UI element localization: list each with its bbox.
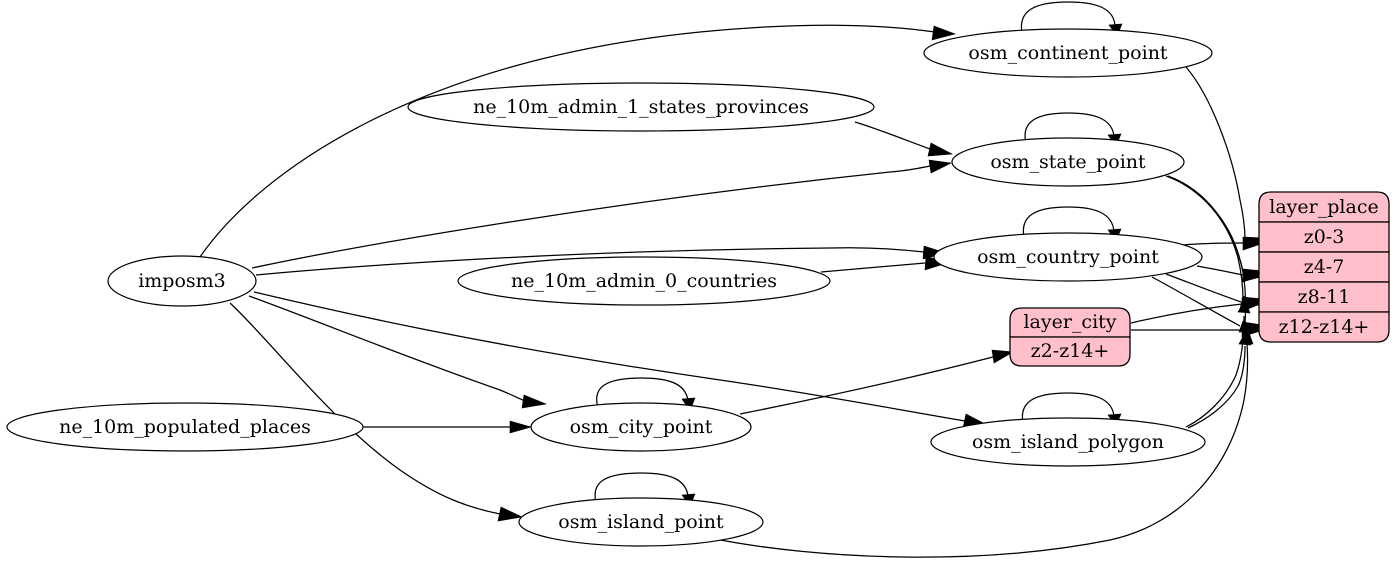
edge-self-loop-osm_island_polygon: [1021, 392, 1115, 424]
node-shape-ellipse: [530, 402, 752, 452]
node-shape-ellipse: [951, 137, 1185, 187]
arrowhead-icon: [1240, 329, 1254, 345]
record-label-layer_city-z2-z14: z2-z14+: [1031, 340, 1110, 362]
record-label-layer_place-z0-3: z0-3: [1304, 226, 1345, 248]
node-imposm3[interactable]: imposm3: [107, 255, 257, 307]
record-node-layer: layer_city z2-z14+ layer_place z0-3 z4-7…: [1009, 191, 1390, 367]
edge-imposm3-to-osm_country_point: [255, 247, 925, 276]
arrowhead-icon: [1241, 268, 1266, 283]
node-label-osm_island_point: osm_island_point: [558, 511, 724, 533]
edge-self-loop-osm_state_point: [1024, 112, 1115, 144]
node-label-ne_populated: ne_10m_populated_places: [59, 416, 311, 438]
edge-imposm3-to-osm_island_polygon: [253, 291, 966, 422]
record-row-layer_place-z8-11[interactable]: [1258, 281, 1390, 313]
node-label-imposm3: imposm3: [138, 270, 226, 292]
record-label-layer_place-z4-7: z4-7: [1304, 256, 1345, 278]
node-layer_city[interactable]: layer_city z2-z14+: [1009, 307, 1131, 367]
edge-osm_island_point-to-layer_place-z12-z14+: [709, 343, 1249, 558]
edge-osm_continent_point-to-layer_place-z0-3: [1185, 66, 1246, 241]
node-label-osm_country_point: osm_country_point: [977, 246, 1159, 268]
arrowhead-icon: [509, 420, 533, 434]
node-osm_country_point[interactable]: osm_country_point: [933, 232, 1203, 282]
arrowhead-icon: [1242, 236, 1266, 251]
edge-self-loop-osm_city_point: [596, 377, 689, 409]
node-shape-ellipse: [923, 28, 1213, 78]
node-ne_10m_admin_1_states_provinces[interactable]: ne_10m_admin_1_states_provinces: [407, 82, 875, 132]
record-label-layer_city-title: layer_city: [1023, 311, 1116, 333]
node-ne_10m_populated_places[interactable]: ne_10m_populated_places: [6, 402, 364, 452]
edge-self-loop-osm_country_point: [1022, 206, 1115, 238]
arrowhead-icon: [521, 394, 548, 409]
edge-osm_city_point-to-layer_city: [739, 356, 994, 415]
edge-osm_island_polygon-to-layer_place-z12-z14+: [1187, 345, 1246, 429]
node-label-ne_states: ne_10m_admin_1_states_provinces: [473, 96, 809, 118]
node-osm_island_point[interactable]: osm_island_point: [518, 497, 764, 547]
record-label-layer_place-z12-z14: z12-z14+: [1279, 316, 1370, 338]
node-shape-ellipse: [930, 417, 1206, 467]
record-row-layer_place-z0-3[interactable]: [1258, 221, 1390, 253]
node-label-osm_state_point: osm_state_point: [990, 151, 1146, 173]
edge-self-loop-osm_continent_point: [1020, 1, 1116, 34]
node-layer: imposm3 ne_10m_admin_1_states_provinces …: [6, 28, 1213, 547]
node-shape-ellipse: [6, 402, 364, 452]
node-osm_state_point[interactable]: osm_state_point: [951, 137, 1185, 187]
node-osm_island_polygon[interactable]: osm_island_polygon: [930, 417, 1206, 467]
node-label-ne_countries: ne_10m_admin_0_countries: [511, 270, 777, 292]
edge-osm_country_point-to-layer_place-z0-3: [1182, 242, 1244, 246]
arrowhead-icon: [931, 25, 956, 41]
record-label-layer_place-z8-11: z8-11: [1298, 286, 1351, 308]
record-row-layer_place-z12-z14[interactable]: [1258, 311, 1390, 343]
edge-imposm3-to-osm_city_point: [248, 295, 526, 402]
edge-imposm3-to-osm_island_point: [229, 302, 501, 515]
edge-imposm3-to-osm_continent_point: [199, 24, 936, 258]
node-ne_10m_admin_0_countries[interactable]: ne_10m_admin_0_countries: [457, 256, 831, 306]
node-shape-ellipse: [407, 82, 875, 132]
node-shape-ellipse: [518, 497, 764, 547]
edge-layer_city-to-layer_place-z8-11: [1130, 303, 1243, 324]
node-osm_city_point[interactable]: osm_city_point: [530, 402, 752, 452]
edge-self-loop-osm_island_point: [594, 472, 689, 504]
edge-imposm3-to-osm_state_point: [251, 165, 931, 269]
edge-osm_country_point-to-layer_place-z4-7: [1196, 265, 1244, 276]
edge-osm_country_point-to-layer_place-z8-11: [1165, 273, 1242, 303]
arrowhead-icon: [497, 506, 523, 522]
node-shape-ellipse: [457, 256, 831, 306]
arrowhead-icon: [991, 349, 1014, 364]
edge-osm_country_point-to-layer_place-z12-z14+: [1151, 276, 1241, 327]
node-layer_place[interactable]: layer_place z0-3 z4-7 z8-11 z12-z14+: [1258, 191, 1390, 343]
edge-ne_countries-to-osm_country_point: [820, 262, 926, 273]
node-shape-ellipse: [933, 232, 1203, 282]
edge-layer: [199, 1, 1266, 558]
node-label-osm_island_polygon: osm_island_polygon: [972, 431, 1164, 453]
node-label-osm_continent_point: osm_continent_point: [968, 42, 1168, 64]
edge-ne_states-to-osm_state_point: [854, 121, 931, 150]
node-label-osm_city_point: osm_city_point: [570, 416, 713, 438]
record-row-layer_city-z2[interactable]: [1009, 336, 1131, 367]
arrowhead-icon: [927, 142, 954, 157]
node-shape-ellipse: [107, 255, 257, 307]
record-label-layer_place-title: layer_place: [1269, 196, 1378, 218]
arrowhead-icon: [928, 159, 953, 174]
arrowhead-icon: [1237, 299, 1251, 314]
node-osm_continent_point[interactable]: osm_continent_point: [923, 28, 1213, 78]
edge-osm_island_polygon-to-layer_place-z8-11: [1185, 315, 1245, 428]
